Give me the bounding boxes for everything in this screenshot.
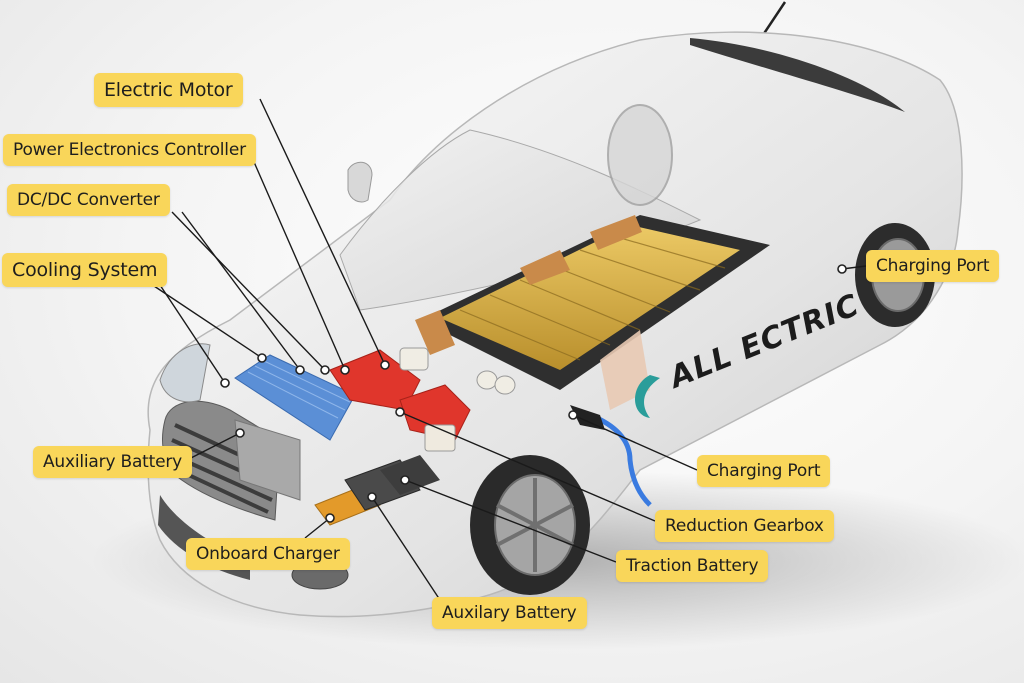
front-wheel-spokes bbox=[496, 478, 574, 572]
callout-label: Auxilary Battery bbox=[442, 603, 577, 623]
auxiliary-battery-block bbox=[234, 419, 301, 501]
callout-label: Charging Port bbox=[876, 256, 990, 276]
leader-auxiliary-battery bbox=[186, 432, 241, 461]
callout-label: Power Electronics Controller bbox=[13, 140, 246, 160]
leader-electric-motor bbox=[259, 98, 386, 366]
callout-label: Reduction Gearbox bbox=[665, 516, 824, 536]
leader-traction-battery bbox=[404, 479, 617, 563]
callout-label: Cooling System bbox=[12, 259, 158, 281]
leader-power-electronics-controller bbox=[253, 161, 346, 371]
fluid-cap-1 bbox=[476, 370, 498, 390]
gearbox-housing bbox=[424, 424, 456, 452]
leader-dc-dc-converter-a bbox=[171, 211, 326, 371]
callout-auxiliary-battery: Auxiliary Battery bbox=[33, 446, 193, 478]
leader-onboard-charger bbox=[304, 517, 331, 539]
callout-dc-dc-converter: DC/DC Converter bbox=[7, 184, 170, 216]
callout-charging-port-lower: Charging Port bbox=[697, 455, 831, 487]
callout-cooling-system: Cooling System bbox=[2, 253, 168, 287]
anchor-dots bbox=[220, 264, 847, 523]
charging-cable bbox=[589, 412, 652, 507]
headlight bbox=[159, 343, 211, 403]
leader-charging-port-lower bbox=[572, 414, 698, 471]
callout-auxilary-battery: Auxilary Battery bbox=[432, 597, 587, 629]
callout-traction-battery: Traction Battery bbox=[616, 550, 769, 582]
leader-reduction-gearbox bbox=[399, 411, 656, 522]
callout-electric-motor: Electric Motor bbox=[94, 73, 243, 107]
coolant-reservoir bbox=[399, 347, 429, 371]
callout-label: Auxiliary Battery bbox=[43, 452, 183, 472]
roof-stripe bbox=[690, 38, 905, 112]
callout-label: DC/DC Converter bbox=[17, 190, 160, 210]
callout-charging-port-rear: Charging Port bbox=[866, 250, 1000, 282]
callout-onboard-charger: Onboard Charger bbox=[186, 538, 350, 570]
fluid-cap-2 bbox=[494, 375, 516, 395]
callout-label: Charging Port bbox=[707, 461, 821, 481]
radiator-fins bbox=[247, 359, 351, 419]
charging-plug bbox=[570, 405, 605, 430]
leader-cooling-system-b bbox=[157, 281, 226, 384]
side-mirror bbox=[347, 161, 373, 203]
callout-label: Traction Battery bbox=[626, 556, 759, 576]
callout-label: Onboard Charger bbox=[196, 544, 340, 564]
leader-auxilary-battery-bottom bbox=[371, 496, 441, 601]
power-electronics-unit bbox=[329, 349, 421, 411]
brand-logo-icon bbox=[635, 375, 660, 418]
callout-power-electronics-controller: Power Electronics Controller bbox=[3, 134, 256, 166]
rear-wheel-upper bbox=[607, 104, 673, 206]
callout-label: Electric Motor bbox=[104, 79, 233, 101]
callout-reduction-gearbox: Reduction Gearbox bbox=[655, 510, 834, 542]
leader-lines bbox=[147, 98, 867, 601]
leader-dc-dc-converter-b bbox=[181, 211, 301, 371]
traction-inverter-module bbox=[380, 455, 440, 495]
